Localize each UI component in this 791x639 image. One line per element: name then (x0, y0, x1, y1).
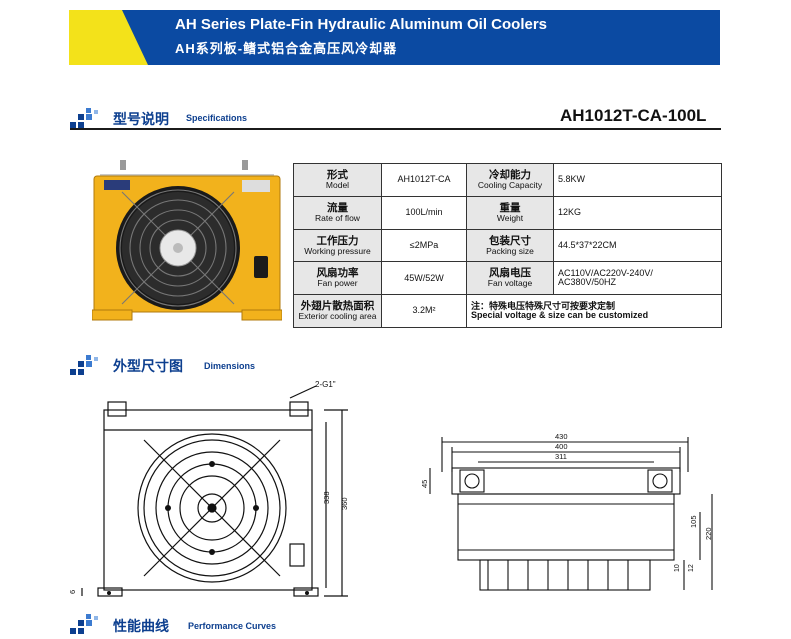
dim-label: 12 (688, 564, 695, 572)
model-code: AH1012T-CA-100L (560, 106, 707, 125)
section-bullet-icon (70, 108, 98, 128)
dim-label: 10 (674, 564, 681, 572)
section-title-dims-cn: 外型尺寸图 (113, 358, 183, 374)
dim-label: 338 (322, 491, 331, 504)
section-title-perf-en: Performance Curves (188, 621, 277, 631)
spec-value: AH1012T-CA (381, 163, 467, 197)
dim-label: 311 (555, 452, 567, 461)
header-title-cn: AH系列板-鳍式铝合金高压风冷却器 (175, 41, 398, 56)
spec-value: AC110V/AC220V-240V/AC380V/50HZ (553, 261, 722, 296)
spec-value: 44.5*37*22CM (553, 228, 722, 263)
spec-value: 3.2M² (381, 294, 467, 328)
spec-value: 12KG (553, 195, 722, 230)
spec-value: 100L/min (381, 195, 467, 230)
side-view-drawing (429, 437, 713, 591)
header-banner (122, 10, 720, 65)
section-title-perf-cn: 性能曲线 (113, 618, 169, 634)
section-title-spec-en: Specifications (186, 113, 248, 123)
cooler-product-image (92, 160, 282, 321)
dim-label: 220 (704, 527, 713, 540)
section-bullet-icon (70, 614, 98, 634)
spec-value: 5.8KW (553, 163, 722, 197)
dim-label: 6 (68, 589, 77, 594)
dim-label: 430 (555, 432, 568, 441)
section-title-dims-en: Dimensions (204, 361, 256, 371)
spec-value: 45W/52W (381, 261, 467, 296)
section-bullet-icon (70, 355, 98, 375)
front-view-drawing (81, 385, 348, 597)
dim-label: 400 (555, 442, 568, 451)
spec-value: ≤2MPa (381, 228, 467, 263)
header-title-en: AH Series Plate-Fin Hydraulic Aluminum O… (175, 16, 548, 33)
dim-label: 360 (340, 497, 349, 510)
dim-label: 105 (689, 515, 698, 528)
section-title-spec-cn: 型号说明 (113, 111, 169, 127)
dim-label: 45 (420, 479, 429, 488)
section-divider (70, 128, 721, 130)
port-label: 2-G1" (315, 380, 336, 389)
